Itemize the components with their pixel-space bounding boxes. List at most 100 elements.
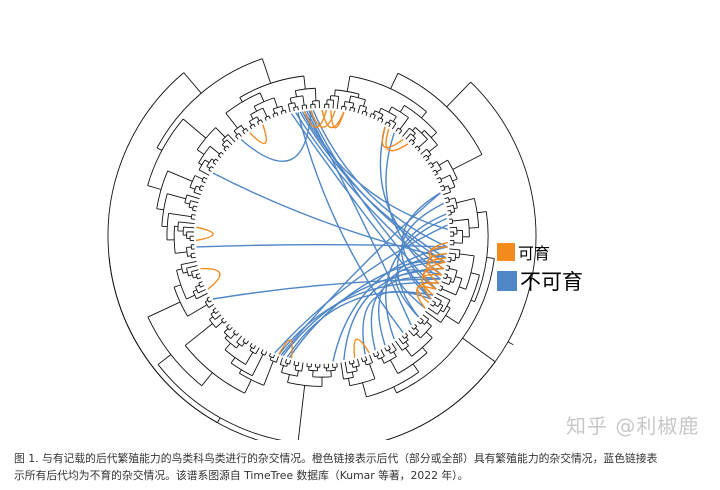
- tree-branch: [173, 284, 208, 317]
- tree-branch: [232, 329, 239, 336]
- tree-branch: [268, 353, 275, 359]
- tree-branch: [334, 89, 360, 98]
- tree-branch: [306, 363, 312, 368]
- watermark: 知乎 @利椒鹿: [566, 414, 700, 438]
- tree-branch: [301, 104, 308, 110]
- tree-branch: [399, 105, 437, 138]
- sterile-link: [308, 110, 437, 290]
- tree-branch: [192, 205, 198, 212]
- tree-branch: [201, 176, 208, 184]
- tree-branch: [198, 281, 205, 288]
- tree-branch: [438, 285, 444, 292]
- legend-fertile-label: 可育: [518, 244, 551, 263]
- tree-branch: [184, 323, 252, 394]
- tree-branch: [381, 351, 397, 364]
- tree-branch: [107, 72, 221, 424]
- tree-branch: [260, 349, 268, 356]
- tree-branch: [196, 127, 226, 155]
- tree-branch: [238, 360, 274, 386]
- tree-branch: [156, 58, 272, 151]
- tree-branch: [373, 110, 384, 119]
- fertile-link: [249, 124, 267, 144]
- tree-branch: [395, 127, 403, 135]
- tree-branch: [212, 158, 219, 165]
- tree-branch: [190, 244, 195, 250]
- tree-branch: [436, 292, 451, 313]
- tree-branch: [223, 328, 236, 339]
- sterile-link: [385, 217, 448, 340]
- fertile-link: [385, 128, 409, 152]
- tree-branch: [326, 99, 335, 109]
- tree-branch: [315, 363, 321, 368]
- tree-branch: [405, 331, 433, 357]
- sterile-link: [385, 132, 441, 280]
- tree-branch: [332, 363, 338, 368]
- tree-branch: [190, 252, 196, 259]
- tree-branch: [439, 184, 446, 192]
- tree-branch: [348, 359, 355, 365]
- tree-branch: [378, 107, 397, 122]
- tree-branch: [411, 323, 418, 330]
- hybridization-links: [195, 109, 449, 362]
- tree-branch: [293, 360, 300, 367]
- tree-branch: [224, 342, 254, 365]
- tree-branch: [377, 117, 384, 123]
- tree-branch: [440, 174, 456, 190]
- tree-branch: [458, 253, 475, 290]
- tree-branch: [323, 363, 329, 369]
- tree-branch: [280, 365, 299, 377]
- tree-branch: [448, 197, 458, 210]
- sterile-link: [306, 110, 412, 326]
- tree-branch: [208, 166, 214, 173]
- tree-branch: [364, 354, 373, 366]
- tree-branch: [195, 284, 206, 294]
- caption-line-1: 图 1. 与有记载的后代繁殖能力的鸟类科鸟类进行的杂交情况。橙色链接表示后代（部…: [14, 452, 658, 465]
- tree-branch: [287, 102, 297, 113]
- tree-branch: [198, 185, 205, 192]
- sterile-link: [303, 110, 446, 263]
- tree-branch: [186, 246, 192, 257]
- tree-branch: [206, 296, 212, 303]
- tree-branch: [434, 296, 442, 308]
- tree-branches: [107, 58, 537, 440]
- fertile-link: [330, 110, 345, 129]
- tree-branch: [448, 252, 457, 262]
- sterile-link: [280, 192, 441, 356]
- tree-branch: [456, 197, 480, 229]
- tree-branch: [421, 130, 438, 153]
- sterile-link: [212, 172, 447, 259]
- tree-branch: [351, 358, 360, 368]
- tree-branch: [198, 145, 220, 166]
- tree-branch: [147, 118, 207, 190]
- tree-branch: [192, 289, 208, 300]
- tree-branch: [361, 356, 368, 363]
- sterile-link: [301, 111, 449, 231]
- tree-branch: [191, 269, 199, 279]
- circular-phylogenetic-tree: [107, 58, 537, 440]
- fertile-link: [421, 273, 442, 296]
- tree-branch: [264, 115, 271, 121]
- tree-branch: [449, 231, 455, 237]
- legend-sterile: 不可育: [497, 266, 583, 296]
- tree-branch: [180, 260, 197, 274]
- tree-branch: [427, 303, 444, 315]
- tree-branch: [384, 345, 391, 352]
- sterile-link: [274, 224, 448, 354]
- tree-branch: [242, 338, 249, 345]
- tree-branch: [402, 127, 416, 137]
- tree-branch: [361, 110, 368, 116]
- sterile-link: [312, 110, 448, 248]
- fertile-link: [310, 110, 336, 128]
- tree-branch: [348, 95, 366, 107]
- tree-branch: [269, 356, 279, 363]
- figure-caption: 图 1. 与有记载的后代繁殖能力的鸟类科鸟类进行的杂交情况。橙色链接表示后代（部…: [14, 450, 657, 484]
- tree-branch: [443, 185, 452, 196]
- tree-branch: [441, 276, 463, 296]
- tree-branch: [398, 336, 409, 345]
- tree-branch: [324, 103, 330, 109]
- tree-branch: [415, 321, 432, 339]
- sterile-link: [362, 291, 432, 355]
- tree-branch: [157, 354, 306, 440]
- tree-branch: [221, 139, 233, 148]
- fertile-link: [353, 338, 370, 358]
